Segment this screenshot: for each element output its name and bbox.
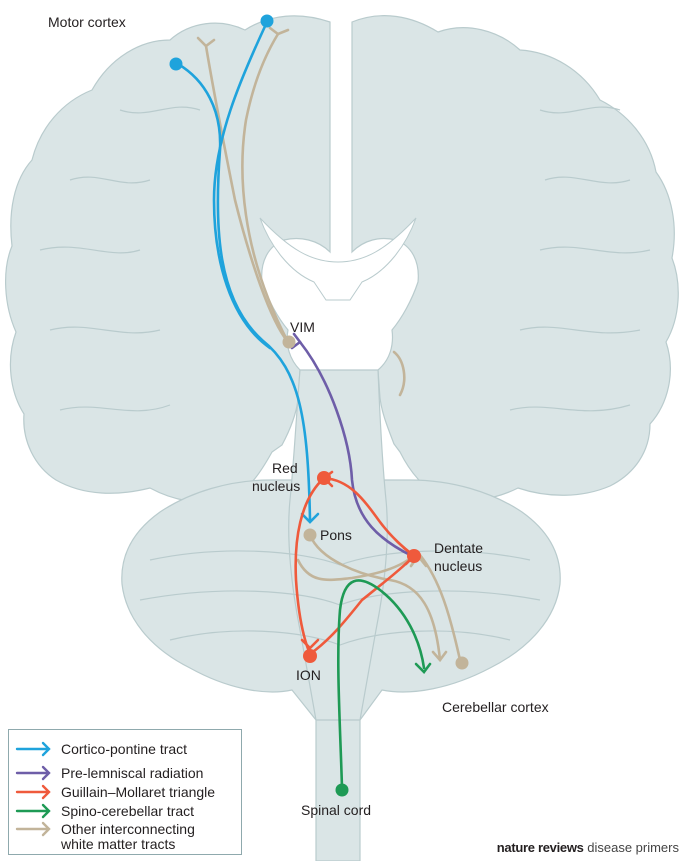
label-red-nucleus-1: Red — [272, 460, 298, 476]
legend-item-cortico-pontine: Cortico-pontine tract — [9, 740, 187, 758]
labels: Motor cortex VIM Red nucleus Pons Dentat… — [48, 14, 549, 818]
legend-item-other-tracts: Other interconnecting — [9, 820, 195, 838]
legend-swatch-blue — [15, 741, 51, 757]
brand-section: disease primers — [587, 840, 679, 855]
label-red-nucleus-2: nucleus — [252, 478, 300, 494]
legend: Cortico-pontine tract Pre-lemniscal radi… — [8, 729, 242, 855]
motor-cortex-node-right — [260, 14, 274, 28]
label-pons: Pons — [320, 527, 352, 543]
journal-brand: nature reviews disease primers — [497, 840, 679, 855]
label-motor-cortex: Motor cortex — [48, 14, 126, 30]
label-dentate-1: Dentate — [434, 540, 483, 556]
legend-label: Cortico-pontine tract — [61, 741, 188, 757]
legend-label-line2: white matter tracts — [61, 836, 176, 852]
pre-lemniscal-radiation — [290, 332, 414, 558]
right-hemisphere — [351, 15, 679, 501]
ion-node — [303, 649, 317, 663]
label-cerebellar-cortex: Cerebellar cortex — [442, 699, 549, 715]
pons-node — [303, 528, 317, 542]
red-nucleus-node — [317, 471, 331, 485]
brain-anatomy — [5, 15, 679, 861]
legend-label: Pre-lemniscal radiation — [61, 765, 204, 781]
legend-swatch-red — [15, 784, 51, 800]
label-dentate-2: nucleus — [434, 558, 482, 574]
brand-journal: nature reviews — [496, 840, 584, 855]
vim-node — [282, 335, 296, 349]
other-tracts — [204, 32, 462, 662]
legend-label: Guillain–Mollaret triangle — [61, 784, 216, 800]
legend-swatch-tan — [15, 821, 51, 837]
label-spinal-cord: Spinal cord — [301, 802, 371, 818]
legend-item-guillain-mollaret: Guillain–Mollaret triangle — [9, 783, 215, 801]
legend-swatch-purple — [15, 765, 51, 781]
legend-label: Other interconnecting — [61, 821, 195, 837]
cortico-pontine-tract — [176, 20, 320, 524]
label-ion: ION — [296, 667, 321, 683]
spino-cerebellar-tract — [336, 579, 432, 790]
legend-item-pre-lemniscal: Pre-lemniscal radiation — [9, 764, 203, 782]
spinal-cord-node — [335, 783, 349, 797]
cerebellar-cortex-node — [455, 656, 469, 670]
legend-label: Spino-cerebellar tract — [61, 803, 195, 819]
brainstem — [288, 369, 388, 721]
nodes — [169, 14, 469, 797]
motor-cortex-node-left — [169, 57, 183, 71]
dentate-nucleus-node — [407, 549, 421, 563]
legend-swatch-green — [15, 803, 51, 819]
ventricles — [259, 217, 417, 301]
label-vim: VIM — [290, 319, 315, 335]
tan-endings — [196, 26, 448, 663]
legend-item-spino-cerebellar: Spino-cerebellar tract — [9, 802, 194, 820]
left-hemisphere — [5, 15, 331, 503]
